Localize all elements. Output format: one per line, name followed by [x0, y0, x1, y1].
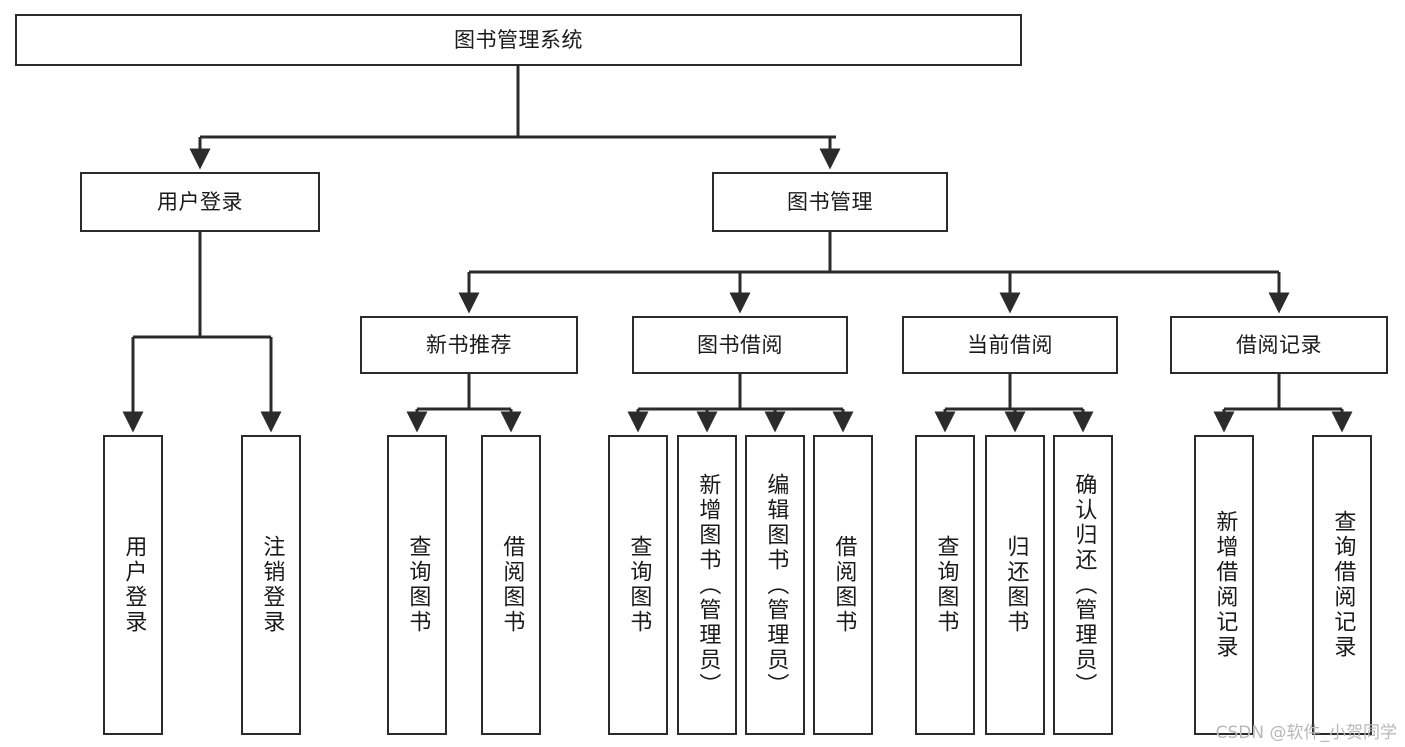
leaf-borrow-book-nbr-label: 借阅图书: [499, 535, 525, 635]
leaf-borrow-book-bb-label: 借阅图书: [831, 535, 857, 635]
node-book-borrow-label: 图书借阅: [697, 332, 783, 357]
leaf-add-borrow-record[interactable]: 新增借阅记录: [1194, 435, 1254, 735]
leaf-confirm-return-admin-label: 确认归还（管理员）: [1071, 472, 1097, 698]
node-user-login[interactable]: 用户登录: [80, 172, 320, 232]
leaf-add-book-admin-label: 新增图书（管理员）: [695, 472, 721, 698]
leaf-borrow-book-nbr[interactable]: 借阅图书: [481, 435, 541, 735]
node-new-book-recommend-label: 新书推荐: [426, 332, 512, 357]
node-book-management[interactable]: 图书管理: [712, 172, 948, 232]
node-user-login-label: 用户登录: [157, 189, 243, 214]
csdn-watermark: CSDN @软件_小贺同学: [1215, 723, 1397, 743]
node-borrow-record[interactable]: 借阅记录: [1170, 316, 1388, 374]
leaf-query-book-bb-label: 查询图书: [626, 535, 652, 635]
node-current-borrow[interactable]: 当前借阅: [902, 316, 1118, 374]
node-root[interactable]: 图书管理系统: [15, 14, 1022, 66]
leaf-user-login-label: 用户登录: [121, 535, 147, 635]
leaf-query-book-cb-label: 查询图书: [933, 535, 959, 635]
leaf-add-borrow-record-label: 新增借阅记录: [1212, 510, 1238, 660]
leaf-query-borrow-record[interactable]: 查询借阅记录: [1312, 435, 1372, 735]
leaf-borrow-book-bb[interactable]: 借阅图书: [813, 435, 873, 735]
leaf-query-borrow-record-label: 查询借阅记录: [1330, 510, 1356, 660]
leaf-confirm-return-admin[interactable]: 确认归还（管理员）: [1053, 435, 1113, 735]
leaf-edit-book-admin[interactable]: 编辑图书（管理员）: [745, 435, 805, 735]
leaf-return-book-label: 归还图书: [1003, 535, 1029, 635]
node-current-borrow-label: 当前借阅: [967, 332, 1053, 357]
node-book-management-label: 图书管理: [787, 189, 873, 214]
leaf-logout[interactable]: 注销登录: [241, 435, 301, 735]
leaf-query-book-bb[interactable]: 查询图书: [608, 435, 668, 735]
node-root-label: 图书管理系统: [454, 27, 583, 52]
leaf-query-book-cb[interactable]: 查询图书: [915, 435, 975, 735]
node-book-borrow[interactable]: 图书借阅: [632, 316, 848, 374]
leaf-logout-label: 注销登录: [259, 535, 285, 635]
leaf-return-book[interactable]: 归还图书: [985, 435, 1045, 735]
leaf-user-login[interactable]: 用户登录: [103, 435, 163, 735]
leaf-edit-book-admin-label: 编辑图书（管理员）: [763, 472, 789, 698]
leaf-query-book-nbr-label: 查询图书: [405, 535, 431, 635]
node-new-book-recommend[interactable]: 新书推荐: [360, 316, 578, 374]
leaf-query-book-nbr[interactable]: 查询图书: [387, 435, 447, 735]
leaf-add-book-admin[interactable]: 新增图书（管理员）: [677, 435, 737, 735]
node-borrow-record-label: 借阅记录: [1236, 332, 1322, 357]
